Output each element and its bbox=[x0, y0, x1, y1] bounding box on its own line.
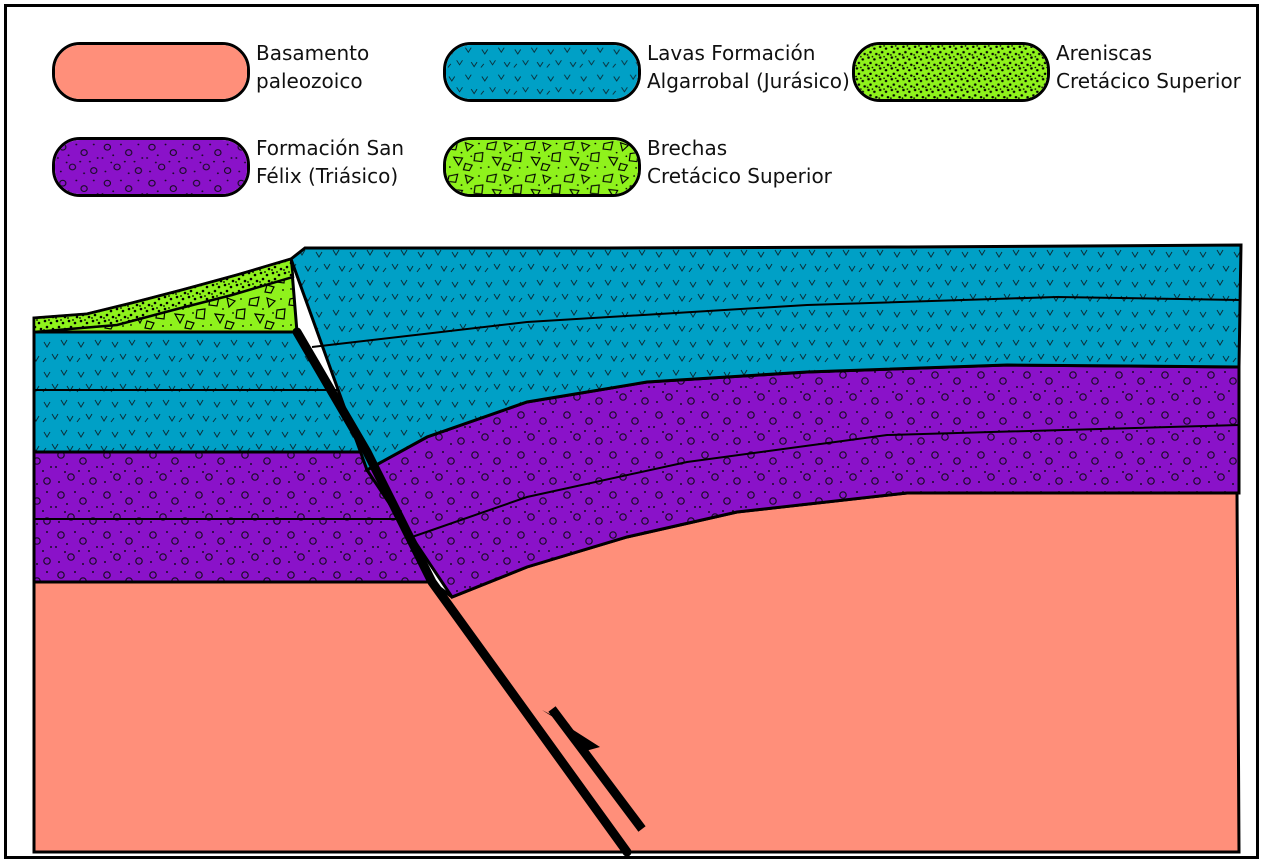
figure-frame: Basamento paleozoico Lavas Formación Alg… bbox=[4, 4, 1259, 859]
lavas-unit-footwall bbox=[34, 332, 367, 452]
geologic-cross-section bbox=[7, 7, 1256, 856]
